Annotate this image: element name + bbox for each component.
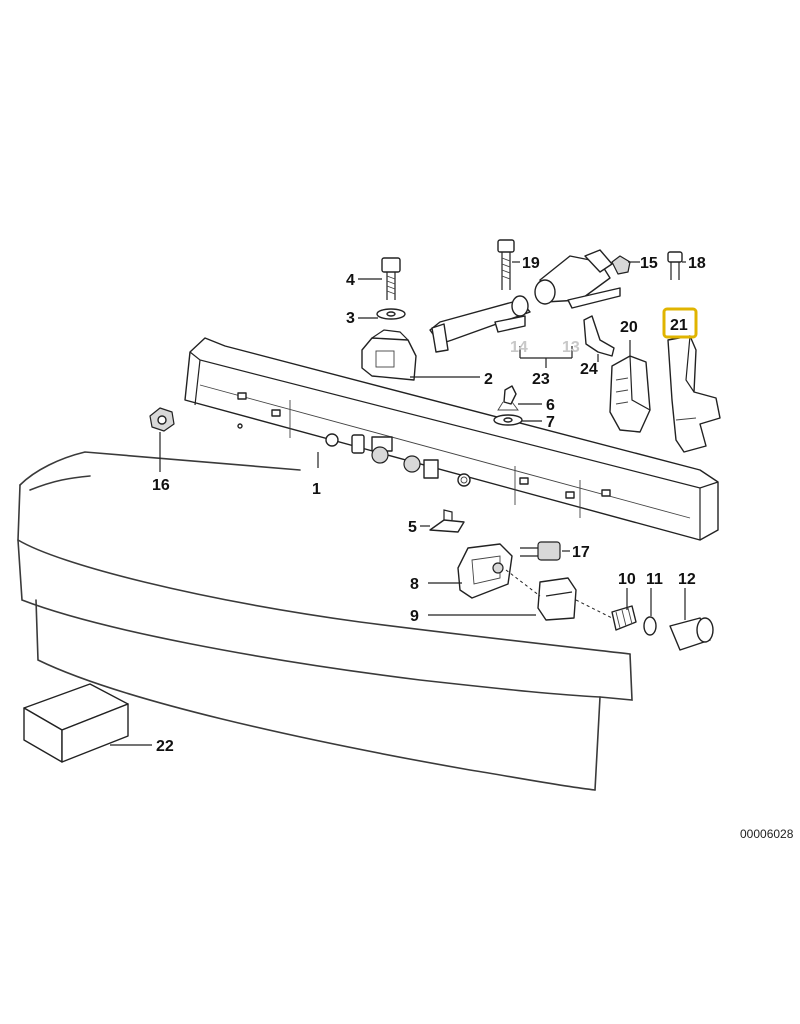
part-5-clip	[429, 509, 465, 533]
callout-8[interactable]: 8	[410, 576, 419, 593]
leader-lines	[110, 261, 686, 746]
callout-7[interactable]: 7	[546, 414, 555, 431]
callout-9[interactable]: 9	[410, 608, 419, 625]
part-8-plate	[457, 543, 513, 599]
part-3-washer	[376, 308, 406, 320]
callout-22[interactable]: 22	[156, 738, 174, 755]
part-4-bolt	[381, 257, 401, 300]
bumper-cover	[17, 451, 633, 791]
callout-21[interactable]: 21	[670, 317, 688, 334]
callout-1[interactable]: 1	[312, 481, 321, 498]
callout-20[interactable]: 20	[620, 319, 638, 336]
callout-6[interactable]: 6	[546, 397, 555, 414]
carrier-bar	[184, 337, 719, 541]
callout-18[interactable]: 18	[688, 255, 706, 272]
part-12-sleeve	[669, 617, 714, 651]
callout-17[interactable]: 17	[572, 544, 590, 561]
callout-2[interactable]: 2	[484, 371, 493, 388]
callout-labels: 1 2 3 4 5 6 7 8 9 10 11 12 13 14 15 16 1…	[152, 255, 706, 755]
highlight-box-21	[662, 307, 698, 339]
part-22-box	[23, 683, 129, 763]
callout-23[interactable]: 23	[532, 371, 550, 388]
callout-15[interactable]: 15	[640, 255, 658, 272]
part-6-clip	[497, 385, 519, 411]
part-2-bracket	[361, 329, 417, 381]
callout-10[interactable]: 10	[618, 571, 636, 588]
part-21-bracket	[667, 335, 721, 453]
callout-16[interactable]: 16	[152, 477, 170, 494]
callout-13[interactable]: 13	[562, 339, 580, 356]
diagram-id-code: 00006028	[740, 827, 794, 841]
part-20-holder	[609, 355, 651, 433]
callout-11[interactable]: 11	[646, 571, 663, 588]
part-24-bracket	[583, 315, 615, 357]
part-16-nut	[149, 407, 175, 432]
support-tube-assembly	[429, 239, 683, 353]
callout-3[interactable]: 3	[346, 310, 355, 327]
part-17-screw	[520, 541, 561, 561]
part-11-washer	[643, 616, 657, 636]
callout-12[interactable]: 12	[678, 571, 696, 588]
part-9-nut-block	[537, 577, 577, 621]
callout-24[interactable]: 24	[580, 361, 598, 378]
callout-4[interactable]: 4	[346, 272, 355, 289]
callout-5[interactable]: 5	[408, 519, 417, 536]
callout-14[interactable]: 14	[510, 339, 528, 356]
callout-19[interactable]: 19	[522, 255, 540, 272]
part-7-washer	[493, 414, 523, 426]
part-10-bolt	[611, 605, 637, 631]
